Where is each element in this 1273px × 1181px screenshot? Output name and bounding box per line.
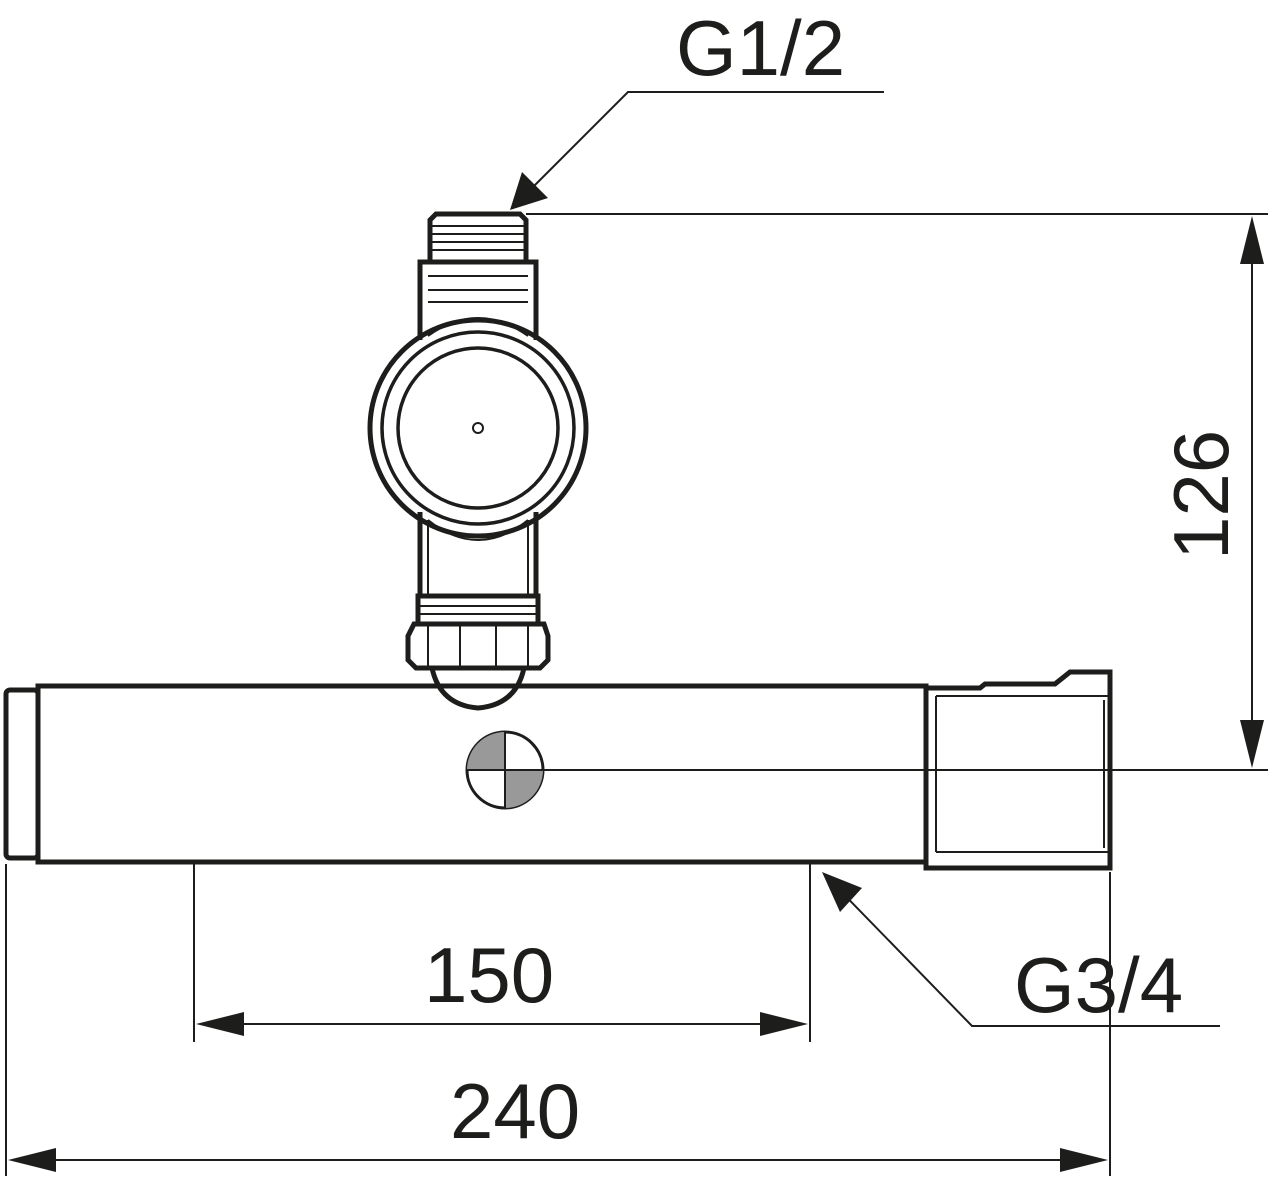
inlet-connector xyxy=(367,211,589,711)
thread-label-top: G1/2 xyxy=(676,4,845,92)
thread-label-bottom: G3/4 xyxy=(1014,941,1183,1029)
total-length-label: 240 xyxy=(450,1067,580,1155)
mixer-body xyxy=(3,669,1113,871)
dimension-lines xyxy=(5,91,1268,1176)
center-distance-label: 150 xyxy=(424,931,554,1019)
height-dimension-label: 126 xyxy=(1157,430,1245,560)
center-marker-icon xyxy=(465,730,545,810)
